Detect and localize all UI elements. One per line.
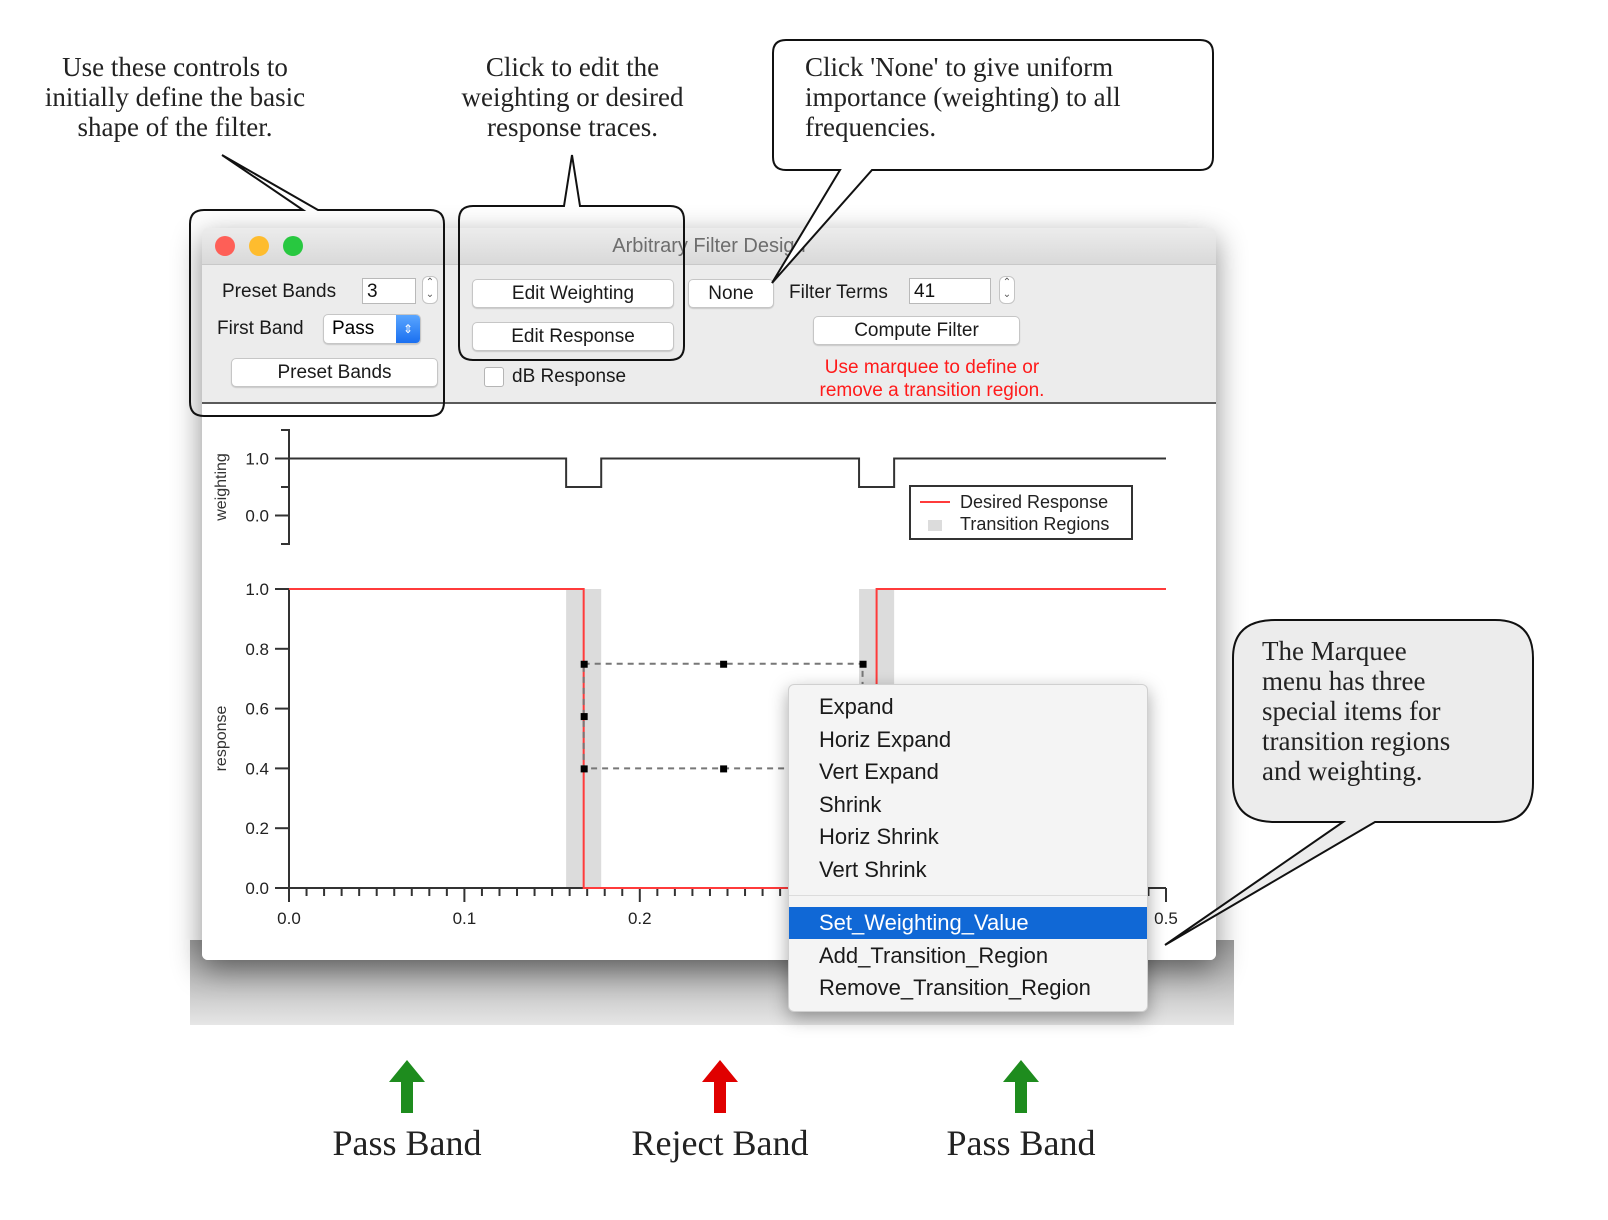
marquee-callout-text: The Marquee menu has three special items…: [1262, 636, 1450, 786]
menu-separator: [789, 895, 1147, 896]
band-label-pass-right: Pass Band: [946, 1123, 1096, 1163]
edit-weighting-button[interactable]: Edit Weighting: [472, 279, 674, 308]
marquee-menu: Expand Horiz Expand Vert Expand Shrink H…: [788, 684, 1148, 1012]
callout-line: frequencies.: [805, 112, 937, 142]
none-callout-text: Click 'None' to give uniform importance …: [805, 52, 1121, 142]
window-title: Arbitrary Filter Design: [612, 235, 806, 257]
reject-band-arrow-icon: [702, 1060, 738, 1113]
callout-line: special items for: [1262, 696, 1441, 726]
preset-bands-label: Preset Bands: [222, 281, 337, 302]
filter-terms-field[interactable]: 41: [909, 278, 991, 304]
weighting-y-tick-label: 0.0: [245, 507, 269, 526]
weighting-y-tick-label: 1.0: [245, 450, 269, 469]
preset-bands-field[interactable]: 3: [362, 278, 416, 304]
response-y-tick-label: 0.8: [245, 640, 269, 659]
db-response-checkbox[interactable]: [484, 367, 504, 387]
response-y-tick-label: 1.0: [245, 580, 269, 599]
response-x-tick-label: 0.2: [628, 909, 652, 928]
stepper-up-icon: ⌃: [1002, 277, 1012, 288]
menu-item-expand[interactable]: Expand: [819, 694, 894, 719]
pass-band-arrow-icon: [1003, 1060, 1039, 1113]
callout-line: weighting or desired: [461, 82, 684, 112]
callout-line: transition regions: [1262, 726, 1451, 756]
note-line: Use marquee to define or: [824, 357, 1040, 378]
callout-line: importance (weighting) to all: [805, 82, 1121, 112]
callout-line: and weighting.: [1262, 756, 1423, 786]
weighting-y-axis-label: weighting: [213, 453, 230, 522]
callout-line: Click 'None' to give uniform: [805, 52, 1114, 82]
popup-chevrons-icon: ⇕: [396, 315, 420, 343]
menu-item-vert-shrink[interactable]: Vert Shrink: [819, 857, 927, 882]
none-button[interactable]: None: [688, 279, 774, 308]
preset-bands-button[interactable]: Preset Bands: [231, 358, 438, 387]
compute-filter-button[interactable]: Compute Filter: [813, 316, 1020, 345]
legend-swatch-transition-regions: [928, 520, 942, 531]
first-band-select[interactable]: Pass ⇕: [323, 314, 421, 344]
legend-label: Transition Regions: [960, 514, 1109, 534]
menu-item-horiz-shrink[interactable]: Horiz Shrink: [819, 824, 939, 849]
edit-callout: Click to edit the weighting or desired r…: [430, 52, 715, 142]
weighting-trace: [289, 457, 1166, 488]
menu-item-set-weighting-value[interactable]: Set_Weighting_Value: [789, 907, 1147, 939]
callout-line: initially define the basic: [44, 82, 306, 112]
response-y-axis-label: response: [213, 705, 230, 771]
callout-line: Click to edit the: [485, 52, 660, 82]
response-x-tick-label: 0.1: [453, 909, 477, 928]
stepper-down-icon: ⌄: [1002, 289, 1012, 300]
marquee-handle: [580, 660, 588, 668]
pass-band-arrow-icon: [389, 1060, 425, 1113]
legend-box: [909, 485, 1133, 540]
legend-label: Desired Response: [960, 492, 1108, 512]
menu-item-add-transition-region[interactable]: Add_Transition_Region: [819, 943, 1049, 968]
edit-response-button[interactable]: Edit Response: [472, 322, 674, 351]
callout-line: shape of the filter.: [77, 112, 273, 142]
response-x-tick-label: 0.0: [277, 909, 301, 928]
response-x-tick-label: 0.5: [1154, 909, 1178, 928]
callout-line: Use these controls to: [62, 52, 288, 82]
marquee-note: Use marquee to define or remove a transi…: [777, 356, 1087, 402]
response-y-tick-label: 0.0: [245, 879, 269, 898]
menu-item-vert-expand[interactable]: Vert Expand: [819, 759, 939, 784]
marquee-handle: [859, 660, 867, 668]
first-band-value: Pass: [332, 318, 375, 339]
marquee-handle: [580, 713, 588, 721]
marquee-handle: [580, 765, 588, 773]
response-y-tick-label: 0.4: [245, 759, 269, 778]
stepper-up-icon: ⌃: [425, 277, 435, 288]
menu-item-remove-transition-region[interactable]: Remove_Transition_Region: [819, 975, 1091, 1000]
menu-item-horiz-expand[interactable]: Horiz Expand: [819, 727, 952, 752]
desired-response-trace: [289, 588, 1166, 889]
menu-item-shrink[interactable]: Shrink: [819, 792, 882, 817]
preset-bands-stepper[interactable]: ⌃⌄: [422, 276, 438, 304]
marquee-handle: [720, 765, 728, 773]
band-label-pass-left: Pass Band: [332, 1123, 482, 1163]
marquee-handle: [720, 660, 728, 668]
db-response-label: dB Response: [512, 366, 627, 387]
callout-line: menu has three: [1262, 666, 1426, 696]
band-label-reject: Reject Band: [631, 1123, 809, 1163]
callout-line: The Marquee: [1262, 636, 1407, 666]
response-y-tick-label: 0.6: [245, 700, 269, 719]
filter-terms-label: Filter Terms: [789, 282, 888, 303]
stepper-down-icon: ⌄: [425, 289, 435, 300]
filter-terms-stepper[interactable]: ⌃⌄: [999, 276, 1015, 304]
note-line: remove a transition region.: [819, 380, 1045, 401]
controls-callout: Use these controls to initially define t…: [20, 52, 330, 142]
callout-line: response traces.: [487, 112, 658, 142]
first-band-label: First Band: [217, 318, 304, 339]
response-y-tick-label: 0.2: [245, 819, 269, 838]
title-bar[interactable]: Arbitrary Filter Design: [202, 228, 1216, 265]
